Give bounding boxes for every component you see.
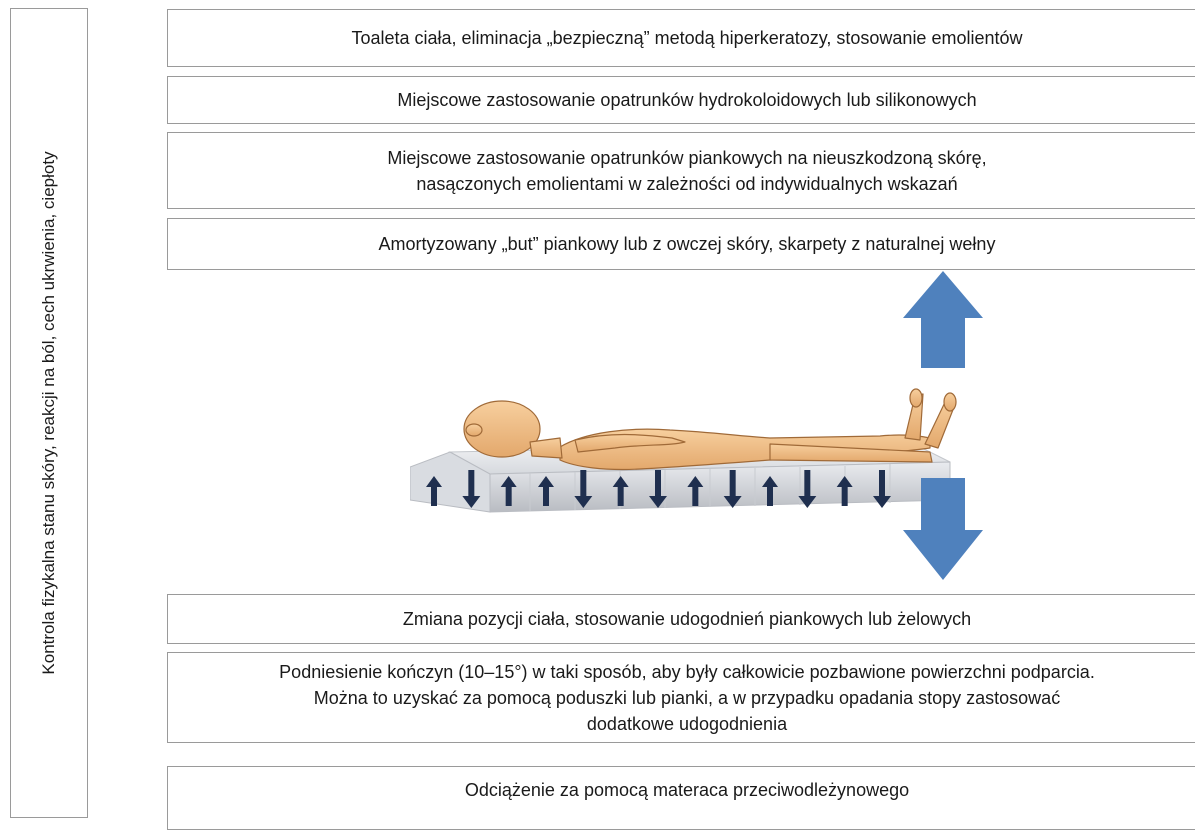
arrow-up-icon (903, 271, 983, 368)
arrow-down-icon (903, 478, 983, 580)
side-label: Kontrola fizykalna stanu skóry, reakcji … (39, 33, 59, 793)
box-position-change-text: Zmiana pozycji ciała, stosowanie udogodn… (403, 606, 971, 632)
side-panel: Kontrola fizykalna stanu skóry, reakcji … (10, 8, 88, 818)
box-skin-care-text: Toaleta ciała, eliminacja „bezpieczną” m… (351, 25, 1022, 51)
box-mattress-text: Odciążenie za pomocą materaca przeciwodl… (465, 777, 909, 803)
box-foam-dressings: Miejscowe zastosowanie opatrunków pianko… (167, 132, 1195, 209)
box-limb-elevation-line2: Można to uzyskać za pomocą poduszki lub … (279, 685, 1095, 711)
box-foam-text-line2: nasączonych emolientami w zależności od … (387, 171, 986, 197)
box-foam-boot-text: Amortyzowany „but” piankowy lub z owczej… (379, 231, 996, 257)
box-skin-care: Toaleta ciała, eliminacja „bezpieczną” m… (167, 9, 1195, 67)
box-antidecubitus-mattress: Odciążenie za pomocą materaca przeciwodl… (167, 766, 1195, 830)
box-foam-text-line1: Miejscowe zastosowanie opatrunków pianko… (387, 145, 986, 171)
patient-on-mattress-illustration (410, 372, 970, 522)
box-hydrocolloid-dressings: Miejscowe zastosowanie opatrunków hydrok… (167, 76, 1195, 124)
box-limb-elevation: Podniesienie kończyn (10–15°) w taki spo… (167, 652, 1195, 743)
box-hydrocolloid-text: Miejscowe zastosowanie opatrunków hydrok… (397, 87, 976, 113)
box-limb-elevation-line1: Podniesienie kończyn (10–15°) w taki spo… (279, 659, 1095, 685)
box-foam-boot: Amortyzowany „but” piankowy lub z owczej… (167, 218, 1195, 270)
box-limb-elevation-line3: dodatkowe udogodnienia (279, 711, 1095, 737)
box-position-change: Zmiana pozycji ciała, stosowanie udogodn… (167, 594, 1195, 644)
